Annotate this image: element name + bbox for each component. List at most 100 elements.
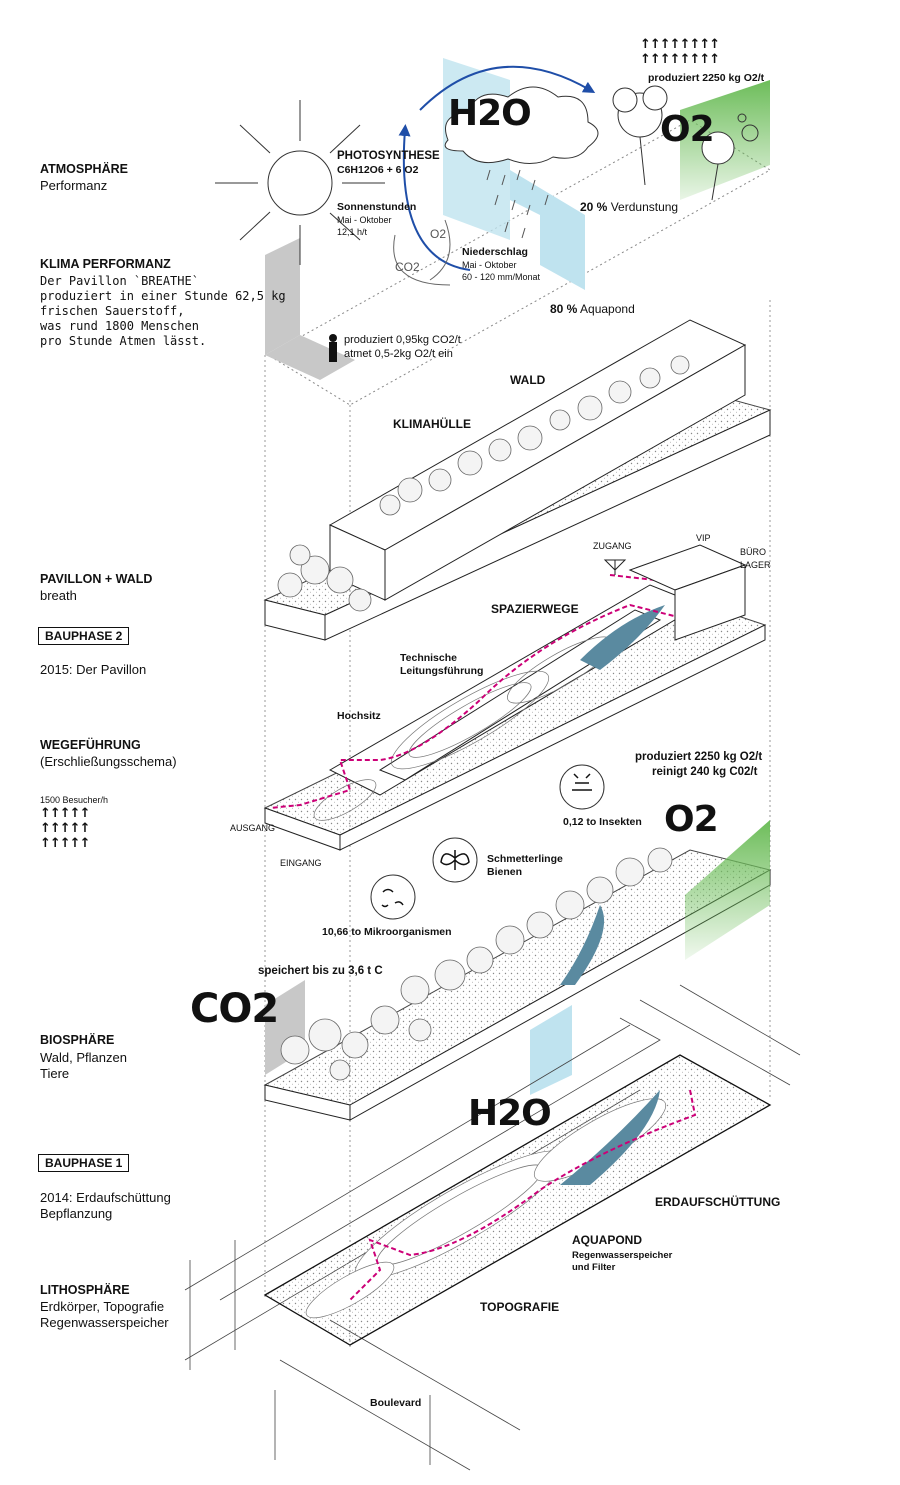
- forest-lower: [280, 847, 673, 1081]
- klima-line: pro Stunde Atmen lässt.: [40, 334, 207, 348]
- topografie-label: TOPOGRAFIE: [480, 1300, 560, 1314]
- buero-label: BÜRO: [740, 547, 767, 557]
- lager-label: LAGER: [740, 560, 771, 570]
- sonnenstunden-label: Sonnenstunden: [337, 201, 417, 213]
- co2-cycle-label: CO2: [395, 260, 420, 274]
- litho-line: Regenwasserspeicher: [40, 1315, 169, 1330]
- wald-label: WALD: [510, 373, 546, 387]
- o2-produced-label: produziert 2250 kg O2/t: [648, 72, 765, 84]
- bio-icon-details: [381, 773, 592, 908]
- technische-label: Leitungsführung: [400, 665, 484, 677]
- person-line: produziert 0,95kg CO2/t: [344, 334, 461, 346]
- rain: [486, 169, 549, 239]
- litho-line: Erdkörper, Topografie: [40, 1299, 165, 1314]
- niederschlag-value: 60 - 120 mm/Monat: [462, 272, 541, 282]
- o2-label-top: O2: [660, 109, 715, 150]
- forest-upper: [277, 355, 690, 612]
- sun-icon: [215, 100, 385, 265]
- aquapond-pct: 80 %: [550, 302, 578, 316]
- bauphase-2-subtitle: 2015: Der Pavillon: [40, 662, 147, 677]
- cloud-icon: [444, 86, 599, 164]
- bio-water-column: [530, 1005, 572, 1095]
- tree-icon: [612, 85, 735, 201]
- people-icons: ↑↑↑↑↑↑↑↑↑↑↑↑↑↑↑: [40, 806, 90, 851]
- aquapond-shape: [560, 1090, 660, 1185]
- verdunstung-label: 20 % Verdunstung: [580, 200, 678, 214]
- litho-route: [349, 1089, 697, 1301]
- sonnenstunden-value: 12,1 h/t: [337, 227, 368, 237]
- bauphase-1-line: 2014: Erdaufschüttung: [40, 1190, 171, 1205]
- biosphere-line: Tiere: [40, 1066, 70, 1081]
- h2o-label-top: H2O: [448, 93, 532, 134]
- bauphase-2-label: BAUPHASE 2: [38, 627, 130, 645]
- zugang-label: ZUGANG: [593, 541, 632, 551]
- erdaufschuettung-label: ERDAUFSCHÜTTUNG: [655, 1195, 781, 1209]
- wege-title: WEGEFÜHRUNG: [40, 738, 141, 752]
- o2-cycle-label: O2: [430, 227, 447, 241]
- niederschlag-months: Mai - Oktober: [462, 260, 517, 270]
- mikroorganismen-label: 10,66 to Mikroorganismen: [322, 926, 452, 938]
- bio-green-plane: [685, 820, 770, 960]
- gas-cycle-arrows: [393, 219, 451, 286]
- eingang-label: EINGANG: [280, 858, 322, 868]
- verdunstung-text: Verdunstung: [610, 200, 679, 214]
- aquapond-pct-label: 80 % Aquapond: [550, 302, 635, 316]
- technische-label: Technische: [400, 652, 457, 664]
- o2-bubbles: [737, 113, 759, 142]
- pavillon-title: PAVILLON + WALD: [40, 572, 153, 586]
- path-dunes: [313, 636, 613, 821]
- biosphere-title: BIOSPHÄRE: [40, 1033, 115, 1047]
- bauphase-1-line: Bepflanzung: [40, 1206, 113, 1221]
- klima-line: produziert in einer Stunde 62,5 kg: [40, 289, 286, 303]
- h2o-label-litho: H2O: [468, 1093, 552, 1134]
- litho-title: LITHOSPHÄRE: [40, 1283, 130, 1297]
- person-shadow: [265, 238, 355, 380]
- atmosphere-subtitle: Performanz: [40, 178, 108, 193]
- person-line: atmet 0,5-2kg O2/t ein: [344, 348, 453, 360]
- people-icons-top: ↑↑↑↑↑↑↑↑↑↑↑↑↑↑↑↑: [640, 37, 720, 67]
- sonnenstunden-months: Mai - Oktober: [337, 215, 392, 225]
- klima-line: frischen Sauerstoff,: [40, 304, 185, 318]
- schmetterlinge-label: Schmetterlinge: [487, 853, 563, 865]
- niederschlag-label: Niederschlag: [462, 246, 528, 258]
- spazierwege-label: SPAZIERWEGE: [491, 602, 579, 616]
- klima-line: was rund 1800 Menschen: [40, 319, 199, 333]
- aquapond-line: Regenwasserspeicher: [572, 1250, 673, 1261]
- biosphere-line: Wald, Pflanzen: [40, 1050, 127, 1065]
- bio-pond: [560, 905, 605, 985]
- boulevard-label: Boulevard: [370, 1397, 422, 1409]
- o2-label-bio: O2: [664, 799, 719, 840]
- microorganism-icon: [370, 874, 416, 920]
- bio-o2-line: reinigt 240 kg C02/t: [652, 766, 758, 778]
- ausgang-label: AUSGANG: [230, 823, 276, 833]
- aquapond-label: AQUAPOND: [572, 1233, 643, 1247]
- path-pond: [580, 605, 665, 670]
- vip-label: VIP: [696, 533, 711, 543]
- bauphase-1-label: BAUPHASE 1: [38, 1154, 130, 1172]
- klima-line: Der Pavillon `BREATHE`: [40, 274, 199, 288]
- aquapond-text: Aquapond: [580, 302, 635, 316]
- bienen-label: Bienen: [487, 866, 523, 878]
- co2-label-bio: CO2: [190, 986, 279, 1032]
- verdunstung-pct: 20 %: [580, 200, 608, 214]
- photosynthese-formula: C6H12O6 + 6 O2: [337, 164, 419, 176]
- ant-icon: [559, 764, 605, 810]
- vip-buero-box: [628, 544, 747, 641]
- klima-text: Der Pavillon `BREATHE` produziert in ein…: [40, 274, 286, 349]
- klima-title: KLIMA PERFORMANZ: [40, 257, 171, 271]
- atmosphere-plane: [267, 119, 771, 406]
- co2-store-label: speichert bis zu 3,6 t C: [258, 965, 383, 977]
- photosynthese-label: PHOTOSYNTHESE: [337, 150, 440, 162]
- aquapond-line: und Filter: [572, 1262, 616, 1273]
- besucher-count: 1500 Besucher/h: [40, 795, 109, 805]
- pavillon-subtitle: breath: [40, 588, 77, 603]
- bio-o2-line: produziert 2250 kg O2/t: [635, 751, 763, 763]
- insekten-label: 0,12 to Insekten: [563, 816, 642, 828]
- hochsitz-label: Hochsitz: [337, 710, 381, 722]
- atmosphere-title: ATMOSPHÄRE: [40, 162, 128, 176]
- boulevard-grid: [184, 984, 801, 1471]
- water-cycle-arrows: [398, 65, 596, 271]
- zugang-flag: [603, 559, 627, 575]
